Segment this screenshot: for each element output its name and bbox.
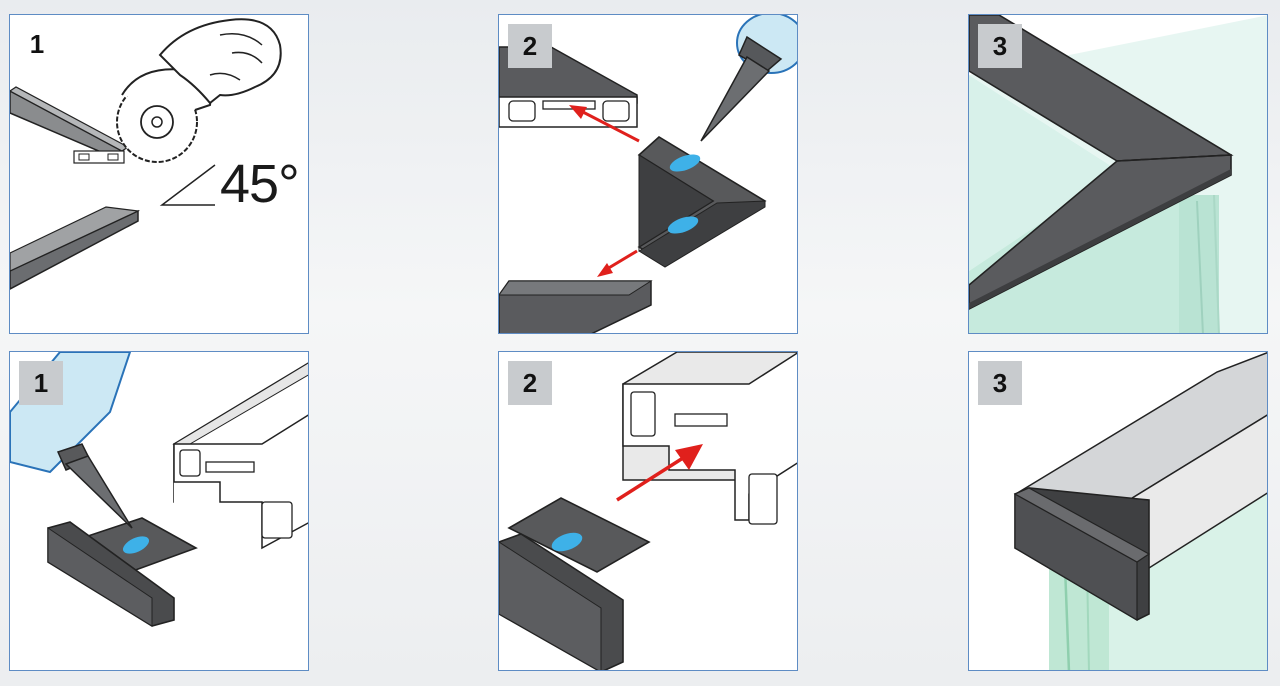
step-panel-row1-1: 1 45° [9, 14, 309, 334]
capped-rail-icon [1013, 352, 1267, 670]
step-panel-row2-1: 1 [9, 351, 309, 671]
angle-annotation: 45° [220, 154, 300, 214]
end-cap-icon [47, 517, 198, 627]
step-panel-row2-2: 2 [498, 351, 798, 671]
step-number-badge: 2 [508, 361, 552, 405]
step-number-badge: 1 [29, 28, 45, 59]
step-number-badge: 2 [508, 24, 552, 68]
end-cap-icon [499, 497, 651, 670]
step-panel-row2-3: 3 [968, 351, 1268, 671]
end-cap-insert-illustration [499, 352, 797, 670]
l-bracket-icon [637, 136, 767, 268]
step-number-badge: 3 [978, 361, 1022, 405]
step-number-badge: 1 [19, 361, 63, 405]
step-panel-row1-2: 2 [498, 14, 798, 334]
step-number-badge: 3 [978, 24, 1022, 68]
cut-illustration [10, 18, 282, 290]
bracket-illustration [499, 15, 797, 333]
arrow-icon [569, 105, 640, 277]
arrow-icon [616, 444, 703, 502]
corner-joint-icon [969, 15, 1267, 333]
step-panel-row1-3: 3 [968, 14, 1268, 334]
adhesive-tube-icon [700, 15, 797, 142]
saw-icon [116, 18, 282, 163]
